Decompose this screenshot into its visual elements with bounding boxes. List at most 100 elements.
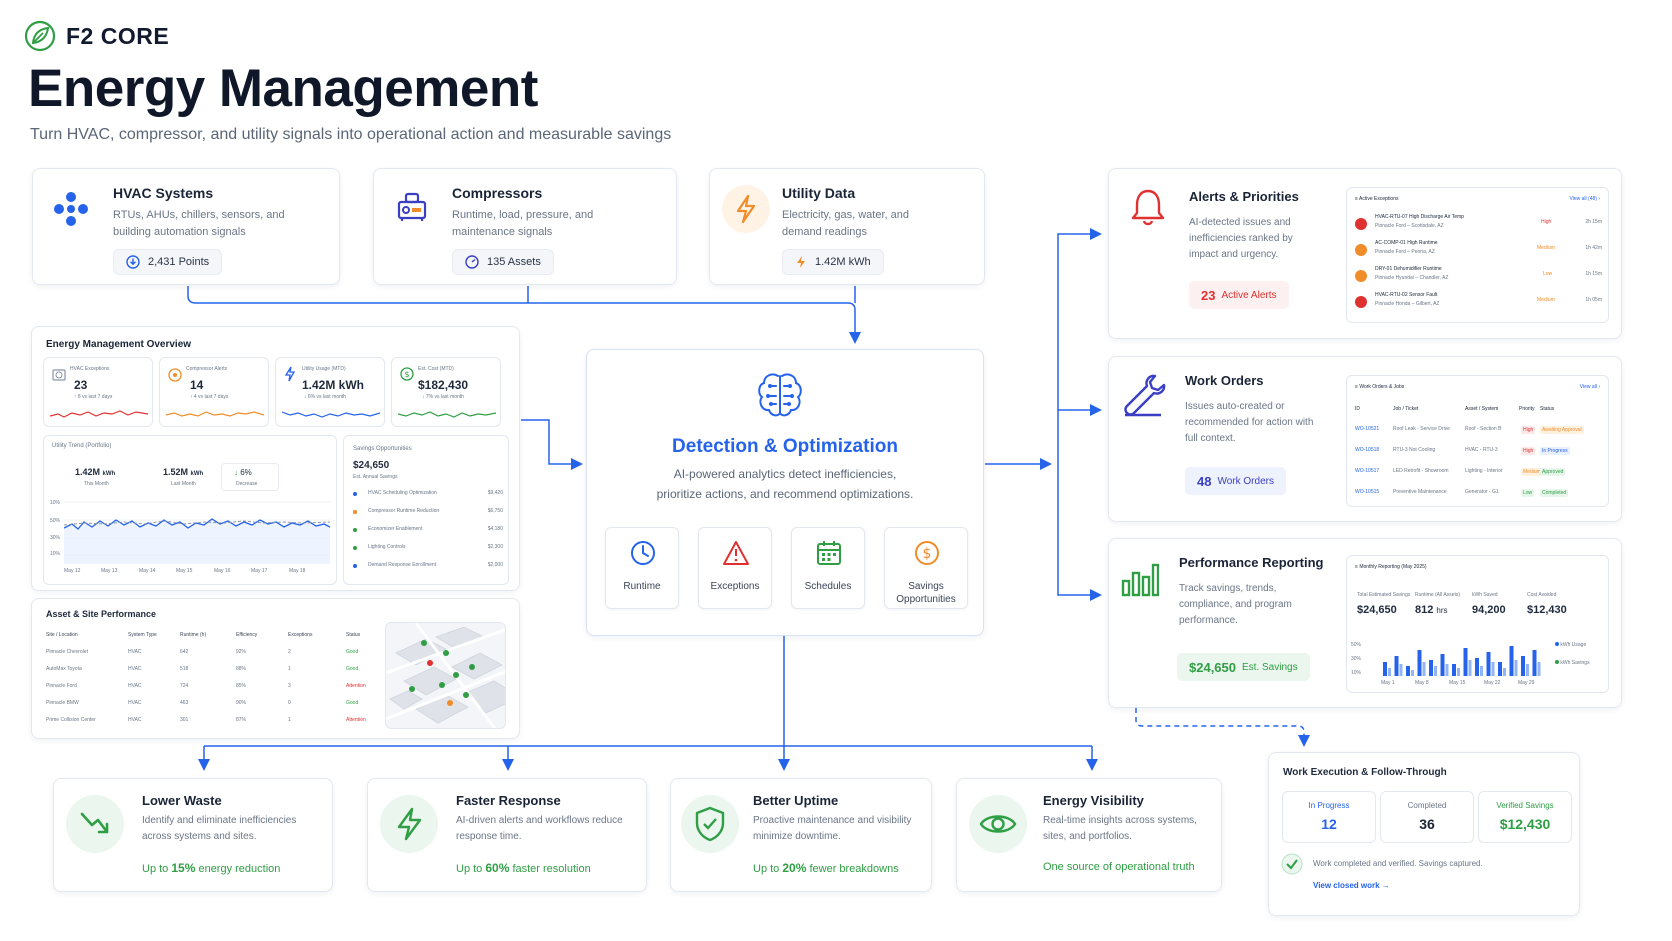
- alerts-priorities-card[interactable]: Alerts & Priorities AI-detected issues a…: [1108, 168, 1622, 339]
- feature-schedules[interactable]: Schedules: [791, 527, 865, 609]
- bar-usage: [1429, 660, 1433, 676]
- kpi-tile[interactable]: Compressor Alerts 14 ↑ 4 vs last 7 days: [159, 357, 269, 427]
- gauge-icon: [465, 255, 479, 269]
- report-stat-value: 812: [1415, 604, 1434, 616]
- source-pill: 1.42M kWh: [782, 249, 884, 275]
- benefit-stat-post: fewer breakdowns: [809, 863, 899, 875]
- savings-item[interactable]: Lighting Controls$2,300: [353, 544, 503, 562]
- alert-item[interactable]: HVAC-RTU-07 High Discharge Air Temp Pinn…: [1355, 214, 1602, 238]
- table-row[interactable]: WO-10518 RTU-3 Not Cooling HVAC - RTU-3 …: [1355, 447, 1602, 461]
- report-stat-label: Runtime (All Assets): [1415, 592, 1461, 598]
- benefit-card-lower-waste[interactable]: Lower Waste Identify and eliminate ineff…: [53, 778, 333, 892]
- priority-badge: Low: [1521, 489, 1535, 497]
- cell: 87%: [236, 716, 247, 723]
- execution-stat-value: $12,430: [1499, 816, 1551, 832]
- view-all-link-text: View all (48): [1569, 196, 1597, 202]
- bar-savings: [1503, 668, 1506, 676]
- execution-stat-completed[interactable]: Completed 36: [1380, 791, 1474, 843]
- trend-title: Utility Trend (Portfolio): [52, 443, 112, 449]
- column-header: Efficiency: [236, 632, 258, 638]
- work-execution-card[interactable]: Work Execution & Follow-Through In Progr…: [1268, 752, 1580, 916]
- benefit-stat-post: faster resolution: [512, 863, 591, 875]
- alert-site: Pinnacle Hyundai – Chandler, AZ: [1375, 275, 1449, 281]
- table-header-row: Site / Location System Type Runtime (h) …: [46, 627, 404, 643]
- kpi-tile[interactable]: $ Est. Cost (MTD) $182,430 ↓ 7% vs last …: [391, 357, 501, 427]
- benefit-desc: Real-time insights across systems, sites…: [1043, 815, 1197, 842]
- table-row[interactable]: WO-10517 LED Retrofit - Showroom Lightin…: [1355, 468, 1602, 482]
- report-stat-value: $12,430: [1527, 604, 1567, 616]
- savings-item-value: $4,180: [487, 526, 503, 532]
- alert-item[interactable]: DRY-01 Dehumidifier Runtime Pinnacle Hyu…: [1355, 266, 1602, 290]
- alert-item[interactable]: HVAC-RTU-02 Sensor Fault Pinnacle Honda …: [1355, 292, 1602, 316]
- benefit-card-energy-visibility[interactable]: Energy Visibility Real-time insights acr…: [956, 778, 1222, 892]
- priority-badge: High: [1521, 426, 1536, 434]
- alerts-count-badge[interactable]: 23 Active Alerts: [1189, 281, 1289, 309]
- feature-savings-opportunities[interactable]: $ Savings Opportunities: [884, 527, 968, 609]
- benefit-card-faster-response[interactable]: Faster Response AI-driven alerts and wor…: [367, 778, 647, 892]
- savings-item[interactable]: Demand Response Enrollment$2,000: [353, 562, 503, 580]
- cell: HVAC: [128, 665, 142, 672]
- calendar-icon: [817, 541, 841, 565]
- view-all-link[interactable]: View all (48) ›: [1569, 196, 1600, 202]
- source-card-hvac[interactable]: HVAC Systems RTUs, AHUs, chillers, senso…: [32, 168, 340, 285]
- work-orders-count-label: Work Orders: [1217, 475, 1274, 487]
- leaf-logo-icon: [24, 20, 56, 52]
- savings-item[interactable]: Economizer Enablement$4,180: [353, 526, 503, 544]
- table-row[interactable]: AutoMax Toyota HVAC 518 88% 1 Good: [46, 660, 404, 677]
- reporting-savings-badge[interactable]: $24,650 Est. Savings: [1177, 653, 1310, 681]
- feature-exceptions[interactable]: Exceptions: [698, 527, 772, 609]
- table-row[interactable]: WO-10521 Roof Leak - Service Drive Roof …: [1355, 426, 1602, 440]
- bar-usage: [1463, 648, 1468, 676]
- benefit-stat-post: energy reduction: [198, 863, 281, 875]
- source-pill: 135 Assets: [452, 249, 554, 275]
- brain-ai-icon: [758, 373, 802, 417]
- savings-item[interactable]: Compressor Runtime Reduction$6,750: [353, 508, 503, 526]
- execution-stat-verified-savings[interactable]: Verified Savings $12,430: [1478, 791, 1572, 843]
- alert-item[interactable]: AC-COMP-01 High Runtime Pinnacle Ford – …: [1355, 240, 1602, 264]
- execution-stat-value: 12: [1321, 816, 1337, 832]
- feature-runtime[interactable]: Runtime: [605, 527, 679, 609]
- cell: HVAC: [128, 716, 142, 723]
- detection-optimization-panel[interactable]: Detection & Optimization AI-powered anal…: [586, 349, 984, 636]
- kpi-tile[interactable]: HVAC Exceptions 23 ↑ 8 vs last 7 days: [43, 357, 153, 427]
- source-card-utility[interactable]: Utility Data Electricity, gas, water, an…: [709, 168, 985, 285]
- kpi-tile[interactable]: Utility Usage (MTD) 1.42M kWh ↓ 6% vs la…: [275, 357, 385, 427]
- table-row[interactable]: Pinnacle Chevrolet HVAC 642 92% 2 Good: [46, 643, 404, 660]
- x-tick: May 18: [289, 568, 306, 574]
- report-stat-label: Cost Avoided: [1527, 592, 1557, 598]
- work-orders-desc: Issues auto-created or recommended for a…: [1185, 401, 1314, 444]
- y-tick: 30%: [50, 535, 61, 541]
- panel-title: ≡ Monthly Reporting (May 2025): [1355, 564, 1427, 570]
- x-tick: May 16: [214, 568, 231, 574]
- eye-icon: [979, 815, 1017, 833]
- kpi-sparkline: [166, 411, 264, 417]
- table-row[interactable]: Pinnacle BMW HVAC 463 90% 0 Good: [46, 694, 404, 711]
- reporting-bar-chart: [1383, 646, 1541, 676]
- table-row[interactable]: Pinnacle Ford HVAC 724 85% 3 Attention: [46, 677, 404, 694]
- work-orders-card[interactable]: Work Orders Issues auto-created or recom…: [1108, 356, 1622, 522]
- source-card-compressors[interactable]: Compressors Runtime, load, pressure, and…: [373, 168, 677, 285]
- performance-reporting-card[interactable]: Performance Reporting Track savings, tre…: [1108, 538, 1622, 708]
- execution-stat-in-progress[interactable]: In Progress 12: [1282, 791, 1376, 843]
- y-tick: 50%: [50, 518, 61, 524]
- site-map[interactable]: [385, 622, 506, 729]
- kpi-delta: 7% vs last month: [425, 394, 464, 400]
- view-closed-work-link[interactable]: View closed work →: [1313, 881, 1390, 890]
- benefit-card-better-uptime[interactable]: Better Uptime Proactive maintenance and …: [670, 778, 932, 892]
- work-orders-count-badge[interactable]: 48 Work Orders: [1185, 467, 1286, 495]
- table-row[interactable]: WO-10515 Preventive Maintenance Generato…: [1355, 489, 1602, 503]
- table-row[interactable]: Prime Collision Center HVAC 301 87% 1 At…: [46, 711, 404, 728]
- savings-item[interactable]: HVAC Scheduling Optimization$9,420: [353, 490, 503, 508]
- page-title: Energy Management: [28, 59, 538, 118]
- savings-item-label: Lighting Controls: [368, 544, 406, 550]
- work-orders-count: 48: [1197, 473, 1212, 489]
- status-badge: Good: [346, 699, 359, 706]
- down-arrow-icon: ↓: [422, 394, 425, 400]
- wo-id: WO-10517: [1355, 468, 1380, 474]
- bar-usage: [1440, 654, 1445, 676]
- kpi-value: 14: [190, 378, 204, 392]
- lightning-icon: [397, 807, 422, 841]
- view-all-link[interactable]: View all ›: [1579, 384, 1600, 390]
- alert-age: 2h 15m: [1585, 219, 1602, 225]
- kpi-delta: 4 vs last 7 days: [193, 394, 229, 400]
